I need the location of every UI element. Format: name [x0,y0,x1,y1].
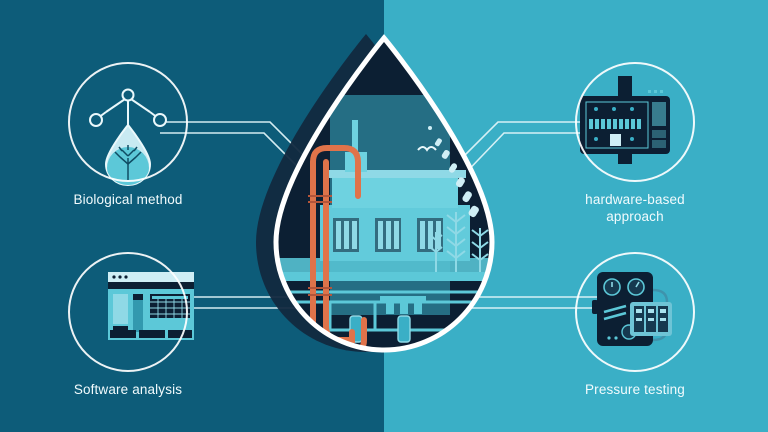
node-software-analysis-circle[interactable] [68,252,188,372]
node-hardware-label-line-2: approach [606,209,664,225]
node-pressure-testing-label: Pressure testing [585,382,685,397]
node-pressure-testing-circle[interactable] [575,252,695,372]
node-hardware-based-approach-circle[interactable] [575,62,695,182]
node-biological-method-circle[interactable] [68,62,188,182]
node-hardware-based-approach[interactable]: hardware-based approach [545,62,725,226]
node-software-analysis[interactable]: Software analysis [38,252,218,398]
node-pressure-testing[interactable]: Pressure testing [545,252,725,398]
node-hardware-based-approach-label: hardware-based approach [545,191,725,226]
node-biological-method[interactable]: Biological method [38,62,218,208]
node-software-analysis-label: Software analysis [73,382,183,397]
node-hardware-label-line-1: hardware-based [585,192,685,207]
node-biological-method-label: Biological method [73,192,183,207]
